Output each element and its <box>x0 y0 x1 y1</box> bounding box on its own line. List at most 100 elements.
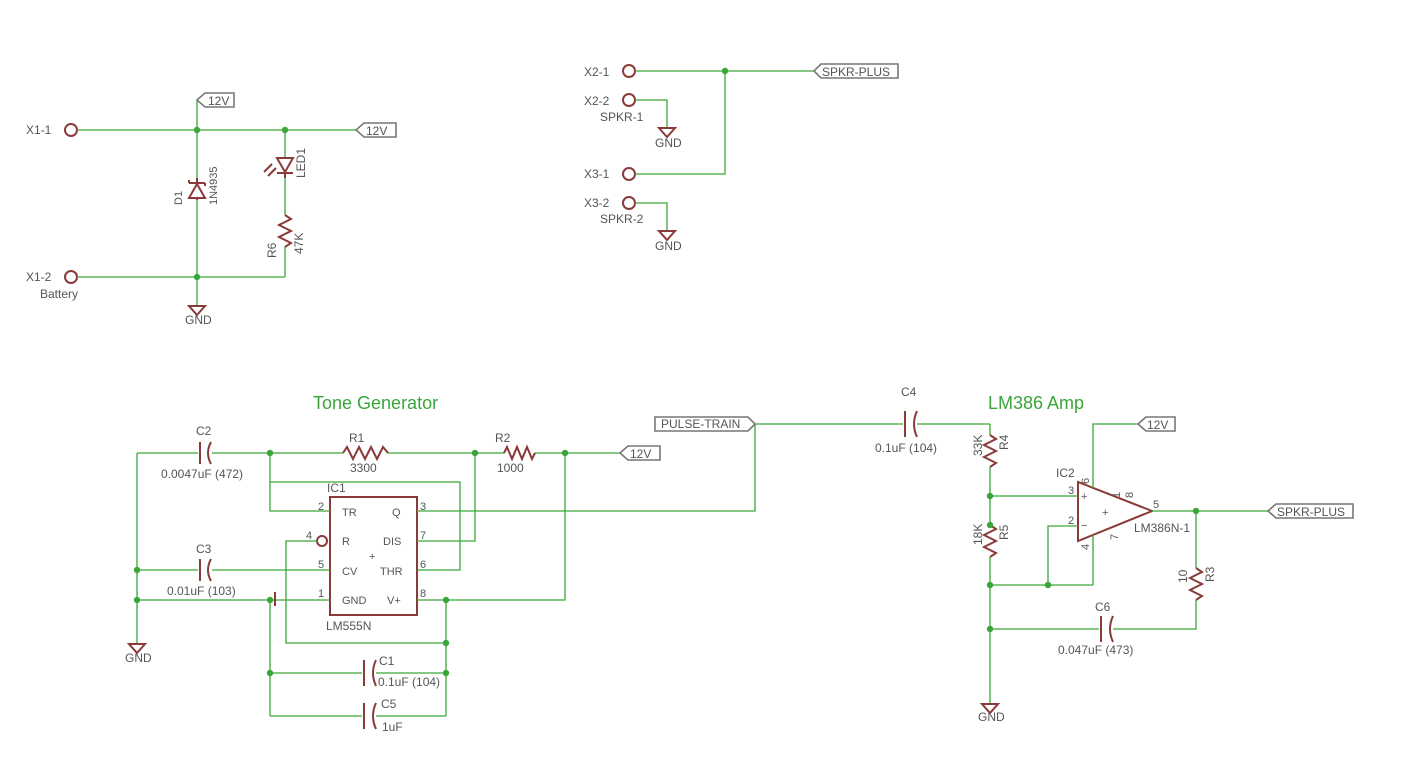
ic2-center-sign: + <box>1102 507 1108 519</box>
ground-symbol: GND <box>185 305 212 327</box>
led-led1-name: LED1 <box>294 148 308 178</box>
net-flag-12v: 12V <box>354 122 397 138</box>
capacitor-c6: C6 0.047uF (473) <box>1058 600 1133 657</box>
resistor-r1: R1 3300 <box>342 431 389 475</box>
net-flag-12v-label: 12V <box>366 124 387 138</box>
ic1-pin-tr-label: TR <box>342 507 357 519</box>
resistor-r4-value: 33K <box>971 435 985 456</box>
net-flag-pulse-train-label: PULSE-TRAIN <box>661 417 740 431</box>
net-flag-spkr-plus-label: SPKR-PLUS <box>822 65 890 79</box>
capacitor-c2: C2 0.0047uF (472) <box>161 424 243 481</box>
resistor-r1-name: R1 <box>349 431 365 445</box>
resistor-r2: R2 1000 <box>495 431 536 475</box>
connector-x3-1[interactable]: X3-1 <box>584 167 636 181</box>
ic-ic2-value: LM386N-1 <box>1134 521 1190 535</box>
ic2-pin3-number: 3 <box>1068 485 1074 497</box>
connector-x3-1-label: X3-1 <box>584 167 610 181</box>
resistor-r6: R6 47K <box>265 214 306 258</box>
ground-symbol: GND <box>125 643 152 665</box>
capacitor-c1-value: 0.1uF (104) <box>378 675 440 689</box>
connector-x3-2[interactable]: X3-2 SPKR-2 <box>584 196 644 226</box>
ic-ic1-lm555: IC1 LM555N TR Q R DIS CV THR GND V+ + 2 … <box>306 481 426 633</box>
capacitor-c5: C5 1uF <box>363 697 403 734</box>
connector-x2-1-label: X2-1 <box>584 65 610 79</box>
ic1-pin2-number: 2 <box>318 501 324 513</box>
resistor-r4-name: R4 <box>997 434 1011 450</box>
connector-x1-2-sublabel: Battery <box>40 287 78 301</box>
net-flag-12v: 12V <box>1136 416 1176 432</box>
ground-label: GND <box>978 710 1005 724</box>
net-flag-12v-label: 12V <box>208 94 229 108</box>
ic1-pin5-number: 5 <box>318 559 324 571</box>
net-flag-12v: 12V <box>618 445 661 461</box>
capacitor-c2-name: C2 <box>196 424 212 438</box>
ic2-pin5-number: 5 <box>1153 499 1159 511</box>
resistor-r3-value: 10 <box>1176 569 1190 583</box>
capacitor-c6-name: C6 <box>1095 600 1111 614</box>
capacitor-c4-value: 0.1uF (104) <box>875 441 937 455</box>
capacitor-c1-name: C1 <box>379 654 395 668</box>
connector-x3-2-label: X3-2 <box>584 196 610 210</box>
resistor-r6-value: 47K <box>292 233 306 254</box>
connector-x1-2-label: X1-2 <box>26 270 52 284</box>
capacitor-c5-value: 1uF <box>382 720 403 734</box>
ic1-pin6-number: 6 <box>420 559 426 571</box>
ground-symbol: GND <box>655 127 682 150</box>
ic1-pin1-number: 1 <box>318 588 324 600</box>
capacitor-c4: C4 0.1uF (104) <box>875 385 937 455</box>
svg-text:+: + <box>369 551 375 563</box>
diode-d1: D1 1N4935 <box>173 166 220 205</box>
resistor-r6-name: R6 <box>265 242 279 258</box>
net-flag-spkr-plus: SPKR-PLUS <box>1266 503 1354 519</box>
connector-x1-2[interactable]: X1-2 Battery <box>26 270 78 301</box>
resistor-r1-value: 3300 <box>350 461 377 475</box>
amp-section: LM386 Amp 33K R4 18K R5 IC2 LM386N-1 + −… <box>971 393 1354 724</box>
tone-generator-title: Tone Generator <box>313 393 438 413</box>
capacitor-c3: C3 0.01uF (103) <box>167 542 236 598</box>
connector-x1-1[interactable]: X1-1 <box>26 123 78 137</box>
ground-label: GND <box>125 651 152 665</box>
connector-x2-2[interactable]: X2-2 SPKR-1 <box>584 93 644 124</box>
connector-x2-2-sublabel: SPKR-1 <box>600 110 644 124</box>
connector-x1-1-label: X1-1 <box>26 123 52 137</box>
ic1-pin-cv-label: CV <box>342 566 358 578</box>
resistor-r4: 33K R4 <box>971 434 1011 468</box>
resistor-r2-name: R2 <box>495 431 511 445</box>
capacitor-c3-name: C3 <box>196 542 212 556</box>
ic1-pin-dis-label: DIS <box>383 536 401 548</box>
diode-d1-name: D1 <box>173 191 185 205</box>
ic2-plus-sign: + <box>1081 491 1087 503</box>
capacitor-c5-name: C5 <box>381 697 397 711</box>
power-input-section: X1-1 X1-2 Battery 12V 12V <box>26 92 397 327</box>
ground-symbol: GND <box>978 703 1005 724</box>
ic2-pin7-number: 7 <box>1109 534 1121 540</box>
capacitor-c3-value: 0.01uF (103) <box>167 584 236 598</box>
ic1-pin7-number: 7 <box>420 530 426 542</box>
net-flag-12v: 12V <box>195 92 235 108</box>
ground-label: GND <box>655 136 682 150</box>
ic1-pin8-number: 8 <box>420 588 426 600</box>
diode-d1-value: 1N4935 <box>208 166 220 205</box>
led-led1: LED1 <box>263 148 308 178</box>
ic1-pin-q-label: Q <box>392 507 401 519</box>
connector-x2-1[interactable]: X2-1 <box>584 64 636 79</box>
ground-label: GND <box>655 239 682 253</box>
net-flag-12v-label: 12V <box>630 447 651 461</box>
resistor-r5-value: 18K <box>971 524 985 545</box>
ic1-pin3-number: 3 <box>420 501 426 513</box>
capacitor-c6-value: 0.047uF (473) <box>1058 643 1133 657</box>
net-flag-spkr-plus-label: SPKR-PLUS <box>1277 505 1345 519</box>
ground-label: GND <box>185 313 212 327</box>
resistor-r3: 10 R3 <box>1176 566 1217 601</box>
ic2-pin8-number: 8 <box>1124 492 1136 498</box>
capacitor-c4-name: C4 <box>901 385 917 399</box>
speaker-connector-section: X2-1 SPKR-PLUS X2-2 SPKR-1 GND X3-1 X3-2… <box>584 63 899 253</box>
net-flag-spkr-plus: SPKR-PLUS <box>812 63 899 79</box>
tone-generator-section: Tone Generator C2 0.0047uF (472) R1 3300… <box>125 393 756 734</box>
ic-ic1-value: LM555N <box>326 619 371 633</box>
ic2-pin4-number: 4 <box>1080 544 1092 550</box>
ic2-pin6-number: 6 <box>1080 478 1092 484</box>
net-flag-pulse-train: PULSE-TRAIN <box>654 416 757 432</box>
pulse-train-section: PULSE-TRAIN C4 0.1uF (104) <box>654 385 990 455</box>
